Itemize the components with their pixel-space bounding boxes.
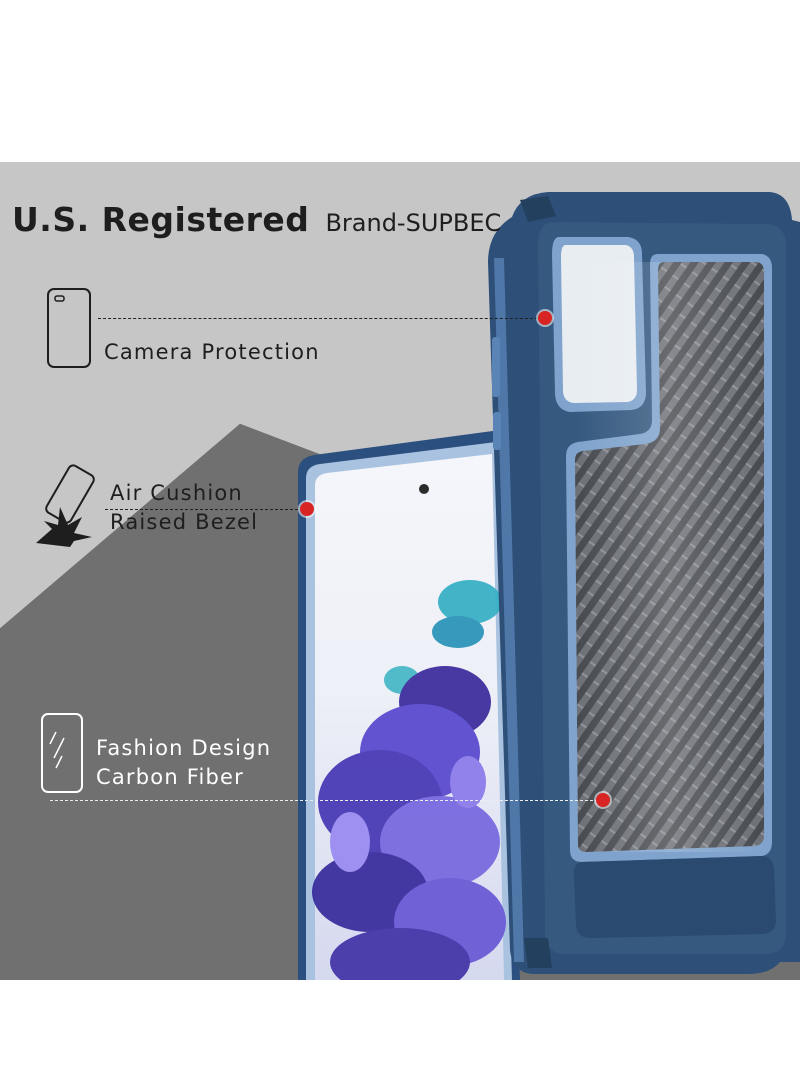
feature-fashion-design: Fashion Design Carbon Fiber [96, 734, 271, 792]
drop-impact-icon [30, 459, 110, 555]
phone-front-image [298, 430, 520, 980]
feature-fashion-line2: Carbon Fiber [96, 765, 244, 789]
feature-fashion-line1: Fashion Design [96, 736, 272, 760]
camera-callout-line [98, 318, 538, 319]
product-image [298, 192, 800, 980]
phone-outline-icon [46, 287, 92, 373]
case-back-image [488, 192, 800, 974]
camera-callout-marker [538, 311, 552, 325]
product-banner: U.S. Registered Brand-SUPBEC Camera Prote… [0, 162, 800, 980]
wallpaper-flowers [312, 580, 506, 980]
feature-air-cushion-line1: Air Cushion [110, 481, 243, 505]
bezel-callout-line [105, 509, 303, 510]
carbon-callout-line [50, 800, 598, 801]
carbon-callout-marker [596, 793, 610, 807]
bezel-callout-marker [300, 502, 314, 516]
feature-camera-label: Camera Protection [104, 340, 320, 364]
feature-air-cushion-line2: Raised Bezel [110, 510, 259, 534]
clear-case-icon [40, 712, 84, 798]
front-camera-icon [419, 484, 429, 494]
headline-title: U.S. Registered [12, 200, 310, 239]
feature-camera-protection: Camera Protection [104, 338, 320, 367]
feature-air-cushion: Air Cushion Raised Bezel [110, 479, 258, 537]
headline: U.S. Registered Brand-SUPBEC [12, 200, 501, 239]
headline-brand: Brand-SUPBEC [325, 209, 502, 237]
